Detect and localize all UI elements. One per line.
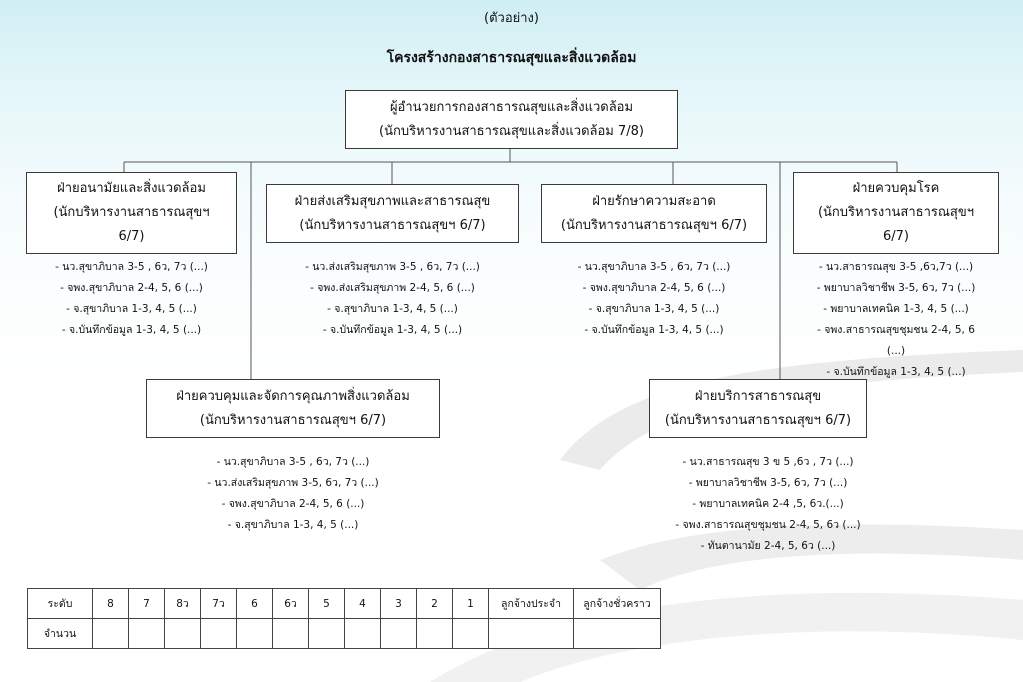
list-item: - จ.สุขาภิบาล 1-3, 4, 5 (...) (227, 519, 359, 531)
unit-position: (นักบริหารงานสาธารณสุขฯ 6/7) (299, 217, 486, 233)
list-item: - นว.สุขาภิบาล 3-5 , 6ว, 7ว (...) (577, 261, 731, 273)
unit-name: ฝ่ายบริการสาธารณสุข (694, 388, 822, 404)
list-item: - จพง.สุขาภิบาล 2-4, 5, 6 (...) (582, 282, 726, 294)
list-item: - จพง.สาธารณสุขชุมชน 2-4, 5, 6ว (...) (675, 519, 861, 531)
unit-box-promotion: ฝ่ายส่งเสริมสุขภาพและสาธารณสุข (นักบริหา… (266, 184, 519, 243)
table-cell: 5 (308, 588, 345, 619)
table-cell: 3 (380, 588, 417, 619)
table-cell: ลูกจ้างประจำ (488, 588, 574, 619)
grade-table: ระดับ 8 7 8ว 7ว 6 6ว 5 4 3 2 1 ลูกจ้างปร… (27, 588, 661, 649)
unit-position-level: 6/7) (883, 229, 909, 244)
director-position: (นักบริหารงานสาธารณสุขและสิ่งแวดล้อม 7/8… (379, 123, 644, 139)
unit-box-disease-control: ฝ่ายควบคุมโรค (นักบริหารงานสาธารณสุขฯ 6/… (793, 172, 999, 254)
list-item: - นว.สุขาภิบาล 3-5 , 6ว, 7ว (...) (216, 456, 370, 468)
table-cell (92, 618, 129, 649)
staff-list-environment-quality: - นว.สุขาภิบาล 3-5 , 6ว, 7ว (...) - นว.ส… (146, 452, 440, 536)
table-cell (308, 618, 345, 649)
table-cell: 8ว (164, 588, 201, 619)
table-cell: 2 (416, 588, 453, 619)
unit-position: (นักบริหารงานสาธารณสุขฯ (817, 205, 975, 220)
table-cell (128, 618, 165, 649)
list-item: - พยาบาลเทคนิค 1-3, 4, 5 (...) (823, 303, 969, 315)
list-item: - จพง.สุขาภิบาล 2-4, 5, 6 (...) (60, 282, 203, 294)
list-item: - นว.สาธารณสุข 3-5 ,6ว,7ว (...) (818, 261, 974, 273)
unit-name: ฝ่ายรักษาความสะอาด (592, 193, 716, 209)
table-cell: 6ว (272, 588, 309, 619)
unit-position: (นักบริหารงานสาธารณสุขฯ 6/7) (199, 412, 387, 428)
table-row: ระดับ 8 7 8ว 7ว 6 6ว 5 4 3 2 1 ลูกจ้างปร… (27, 588, 661, 619)
list-item: - จพง.สาธารณสุขชุมชน 2-4, 5, 6 (817, 324, 975, 336)
table-cell: ลูกจ้างชั่วคราว (573, 588, 661, 619)
unit-position-level: 6/7) (118, 229, 145, 244)
table-cell: 8 (92, 588, 129, 619)
table-cell (573, 618, 661, 649)
unit-name: ฝ่ายส่งเสริมสุขภาพและสาธารณสุข (294, 193, 491, 209)
table-cell: 6 (236, 588, 273, 619)
list-item: - จ.บันทึกข้อมูล 1-3, 4, 5 (...) (322, 324, 463, 336)
unit-position: (นักบริหารงานสาธารณสุขฯ (53, 205, 210, 220)
list-item: - จ.สุขาภิบาล 1-3, 4, 5 (...) (327, 303, 458, 315)
list-item: - นว.ส่งเสริมสุขภาพ 3-5, 6ว, 7ว (...) (207, 477, 379, 489)
table-cell: 7ว (200, 588, 237, 619)
list-item: - นว.สุขาภิบาล 3-5 , 6ว, 7ว (...) (55, 261, 208, 273)
table-cell: 1 (452, 588, 489, 619)
table-header-cell: จำนวน (27, 618, 93, 649)
staff-list-cleanliness: - นว.สุขาภิบาล 3-5 , 6ว, 7ว (...) - จพง.… (541, 257, 767, 341)
list-item: - จ.สุขาภิบาล 1-3, 4, 5 (...) (588, 303, 720, 315)
table-cell (416, 618, 453, 649)
list-item: - พยาบาลเทคนิค 2-4 ,5, 6ว.(...) (692, 498, 844, 510)
unit-position: (นักบริหารงานสาธารณสุขฯ 6/7) (664, 412, 852, 428)
table-cell (380, 618, 417, 649)
table-header-cell: ระดับ (27, 588, 93, 619)
unit-box-health-services: ฝ่ายบริการสาธารณสุข (นักบริหารงานสาธารณส… (649, 379, 867, 438)
table-cell: 7 (128, 588, 165, 619)
unit-box-sanitation: ฝ่ายอนามัยและสิ่งแวดล้อม (นักบริหารงานสา… (26, 172, 237, 254)
list-item: - พยาบาลวิชาชีพ 3-5, 6ว, 7ว (...) (816, 282, 976, 294)
staff-list-sanitation: - นว.สุขาภิบาล 3-5 , 6ว, 7ว (...) - จพง.… (26, 257, 237, 341)
table-cell: 4 (344, 588, 381, 619)
staff-list-promotion: - นว.ส่งเสริมสุขภาพ 3-5 , 6ว, 7ว (...) -… (266, 257, 519, 341)
list-item: - นว.สาธารณสุข 3 ข 5 ,6ว , 7ว (...) (682, 456, 854, 468)
staff-list-disease-control: - นว.สาธารณสุข 3-5 ,6ว,7ว (...) - พยาบาล… (793, 257, 999, 383)
list-item: - จพง.สุขาภิบาล 2-4, 5, 6 (...) (221, 498, 365, 510)
page-title: โครงสร้างกองสาธารณสุขและสิ่งแวดล้อม (386, 50, 637, 66)
list-item: - ทันตานามัย 2-4, 5, 6ว (...) (700, 540, 836, 552)
director-title: ผู้อำนวยการกองสาธารณสุขและสิ่งแวดล้อม (389, 99, 634, 115)
unit-name: ฝ่ายควบคุมโรค (852, 181, 940, 196)
director-box: ผู้อำนวยการกองสาธารณสุขและสิ่งแวดล้อม (น… (345, 90, 678, 149)
list-item: - นว.ส่งเสริมสุขภาพ 3-5 , 6ว, 7ว (...) (305, 261, 480, 273)
list-item: - พยาบาลวิชาชีพ 3-5, 6ว, 7ว (...) (688, 477, 848, 489)
table-cell (164, 618, 201, 649)
list-item: - จ.สุขาภิบาล 1-3, 4, 5 (...) (66, 303, 197, 315)
list-item: - จ.บันทึกข้อมูล 1-3, 4, 5 (...) (61, 324, 202, 336)
table-cell (272, 618, 309, 649)
table-cell (344, 618, 381, 649)
table-cell (200, 618, 237, 649)
table-cell (236, 618, 273, 649)
staff-list-health-services: - นว.สาธารณสุข 3 ข 5 ,6ว , 7ว (...) - พย… (639, 452, 897, 557)
unit-name: ฝ่ายอนามัยและสิ่งแวดล้อม (57, 181, 206, 196)
unit-box-cleanliness: ฝ่ายรักษาความสะอาด (นักบริหารงานสาธารณสุ… (541, 184, 767, 243)
list-item: - จพง.ส่งเสริมสุขภาพ 2-4, 5, 6 (...) (310, 282, 475, 294)
list-item: (...) (886, 345, 906, 357)
unit-position: (นักบริหารงานสาธารณสุขฯ 6/7) (560, 217, 748, 233)
example-label: (ตัวอย่าง) (484, 11, 539, 26)
list-item: - จ.บันทึกข้อมูล 1-3, 4, 5 (...) (826, 366, 966, 378)
table-row: จำนวน (27, 618, 661, 649)
list-item: - จ.บันทึกข้อมูล 1-3, 4, 5 (...) (584, 324, 724, 336)
unit-name: ฝ่ายควบคุมและจัดการคุณภาพสิ่งแวดล้อม (176, 388, 410, 404)
unit-box-environment-quality: ฝ่ายควบคุมและจัดการคุณภาพสิ่งแวดล้อม (นั… (146, 379, 440, 438)
table-cell (452, 618, 489, 649)
table-cell (488, 618, 574, 649)
